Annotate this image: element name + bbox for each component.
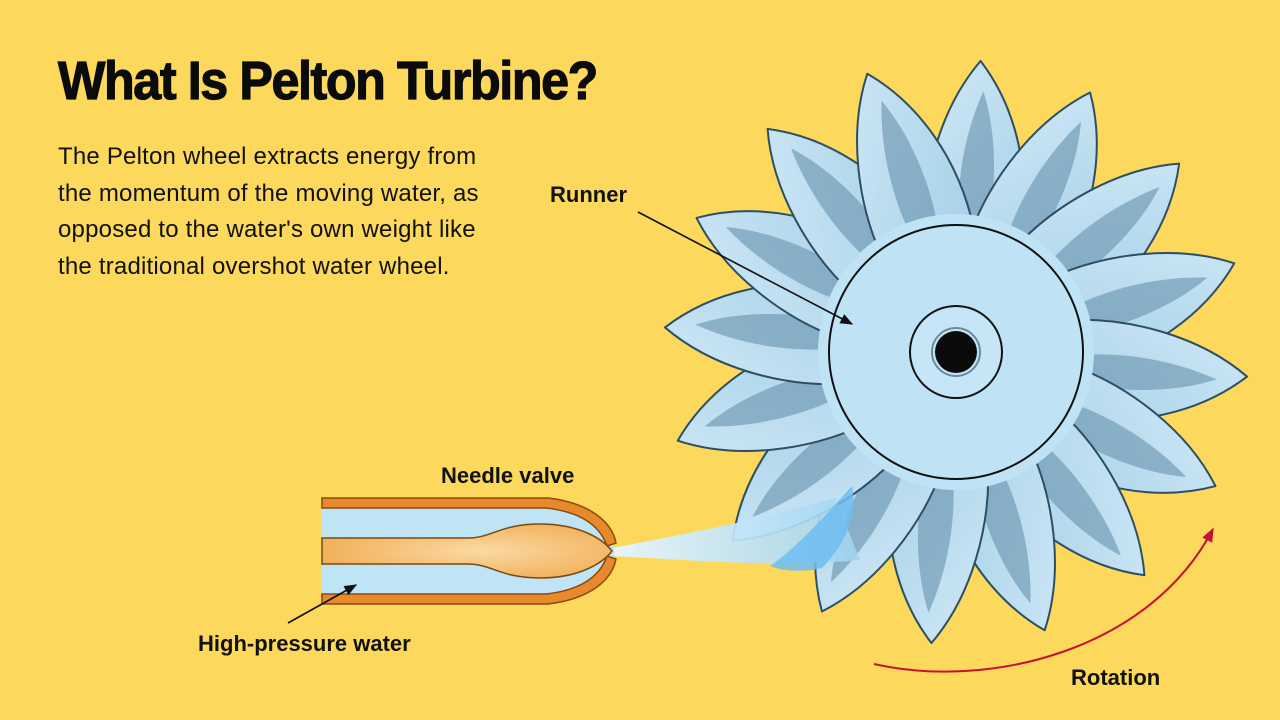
runner-rim bbox=[828, 224, 1084, 480]
runner-label: Runner bbox=[550, 182, 627, 207]
bucket-cup-shadow bbox=[704, 369, 840, 427]
runner-pointer-arrow bbox=[637, 211, 854, 325]
high-pressure-pointer-arrow bbox=[287, 584, 358, 624]
nozzle-upper-wall bbox=[321, 497, 617, 547]
bucket-cup-shadow bbox=[1020, 442, 1121, 556]
bucket-cup-shadow bbox=[1072, 277, 1208, 335]
runner-bucket bbox=[856, 72, 976, 259]
nozzle-lower-wall bbox=[321, 555, 617, 605]
bucket-cup-shadow bbox=[1077, 354, 1217, 391]
bucket-cup-shadow bbox=[1056, 402, 1187, 478]
bucket-cup-shadow bbox=[973, 468, 1031, 604]
bucket-cup-shadow bbox=[725, 226, 856, 302]
bucket-cup-shadow bbox=[752, 416, 866, 517]
page-title: What Is Pelton Turbine? bbox=[57, 50, 598, 111]
nozzle bbox=[321, 497, 617, 605]
shaft-ring bbox=[931, 327, 981, 377]
high-pressure-water-label: High-pressure water bbox=[198, 631, 411, 656]
rotation-label: Rotation bbox=[1071, 665, 1160, 690]
description-text: The Pelton wheel extracts energy from th… bbox=[58, 143, 479, 280]
needle-spear bbox=[321, 523, 613, 579]
bucket-cup-shadow bbox=[791, 148, 892, 262]
bucket-cup-shadow bbox=[881, 100, 939, 236]
shaft-hole bbox=[935, 331, 977, 373]
bucket-cup-shadow bbox=[917, 473, 954, 613]
bucket-cup-shadow bbox=[958, 91, 995, 231]
bucket-cup-shadow bbox=[1046, 187, 1160, 288]
needle-valve-label: Needle valve bbox=[441, 463, 574, 488]
bucket-cup-shadow bbox=[695, 313, 835, 350]
rotation-arrow bbox=[873, 527, 1214, 673]
bucket-cup-shadow bbox=[1006, 121, 1082, 252]
jet-splash bbox=[770, 486, 854, 571]
